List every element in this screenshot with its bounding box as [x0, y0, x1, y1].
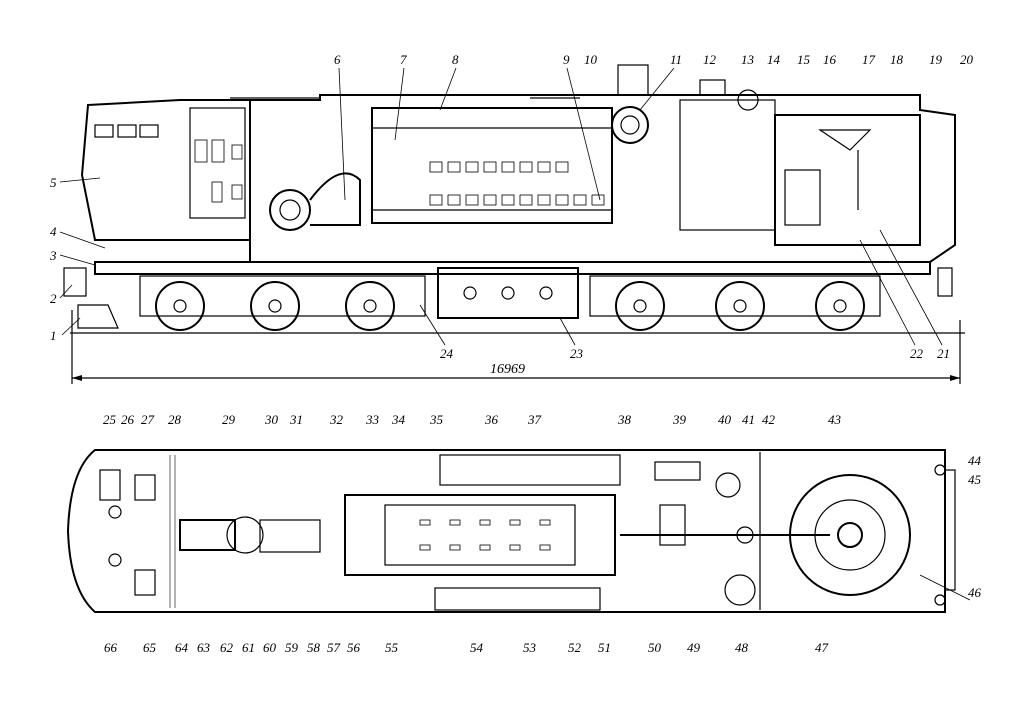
label-44: 44	[968, 453, 982, 468]
label-53: 53	[523, 640, 537, 655]
label-51: 51	[598, 640, 611, 655]
label-33: 33	[365, 412, 380, 427]
label-28: 28	[168, 412, 182, 427]
label-24: 24	[440, 346, 454, 361]
label-22: 22	[910, 346, 924, 361]
label-23: 23	[570, 346, 584, 361]
label-6: 6	[334, 52, 341, 67]
label-52: 52	[568, 640, 582, 655]
label-37: 37	[527, 412, 542, 427]
label-2: 2	[50, 291, 57, 306]
label-47: 47	[815, 640, 829, 655]
fuel-tank	[437, 267, 579, 319]
label-16: 16	[823, 52, 837, 67]
plan-engine-ports	[419, 519, 551, 551]
label-13: 13	[741, 52, 755, 67]
label-63: 63	[197, 640, 211, 655]
label-38: 38	[617, 412, 632, 427]
plan-view	[66, 449, 956, 613]
label-18: 18	[890, 52, 904, 67]
label-7: 7	[400, 52, 407, 67]
label-61: 61	[242, 640, 255, 655]
label-27: 27	[141, 412, 155, 427]
label-42: 42	[762, 412, 776, 427]
label-60: 60	[263, 640, 277, 655]
label-10: 10	[584, 52, 598, 67]
rear-bogie	[589, 275, 881, 331]
label-1: 1	[50, 328, 57, 343]
label-55: 55	[385, 640, 399, 655]
label-12: 12	[703, 52, 717, 67]
label-65: 65	[143, 640, 157, 655]
label-50: 50	[648, 640, 662, 655]
label-19: 19	[929, 52, 943, 67]
label-34: 34	[391, 412, 406, 427]
label-45: 45	[968, 472, 982, 487]
label-20: 20	[960, 52, 974, 67]
label-17: 17	[862, 52, 876, 67]
label-36: 36	[484, 412, 499, 427]
label-14: 14	[767, 52, 781, 67]
label-58: 58	[307, 640, 321, 655]
label-57: 57	[327, 640, 341, 655]
label-5: 5	[50, 175, 57, 190]
label-46: 46	[968, 585, 982, 600]
label-49: 49	[687, 640, 701, 655]
label-56: 56	[347, 640, 361, 655]
label-21: 21	[937, 346, 950, 361]
label-15: 15	[797, 52, 811, 67]
label-8: 8	[452, 52, 459, 67]
label-54: 54	[470, 640, 484, 655]
label-32: 32	[329, 412, 344, 427]
label-39: 39	[672, 412, 687, 427]
label-9: 9	[563, 52, 570, 67]
label-62: 62	[220, 640, 234, 655]
label-30: 30	[264, 412, 279, 427]
label-3: 3	[49, 248, 57, 263]
label-59: 59	[285, 640, 299, 655]
label-25: 25	[103, 412, 117, 427]
side-view: 16969	[63, 64, 965, 384]
label-64: 64	[175, 640, 189, 655]
engine-ports	[429, 161, 605, 206]
label-26: 26	[121, 412, 135, 427]
label-40: 40	[718, 412, 732, 427]
label-35: 35	[429, 412, 444, 427]
label-11: 11	[670, 52, 682, 67]
label-31: 31	[289, 412, 303, 427]
label-41: 41	[742, 412, 755, 427]
label-48: 48	[735, 640, 749, 655]
label-4: 4	[50, 224, 57, 239]
label-29: 29	[222, 412, 236, 427]
front-bogie	[139, 275, 426, 331]
length-dimension: 16969	[490, 362, 525, 377]
label-66: 66	[104, 640, 118, 655]
label-43: 43	[828, 412, 842, 427]
